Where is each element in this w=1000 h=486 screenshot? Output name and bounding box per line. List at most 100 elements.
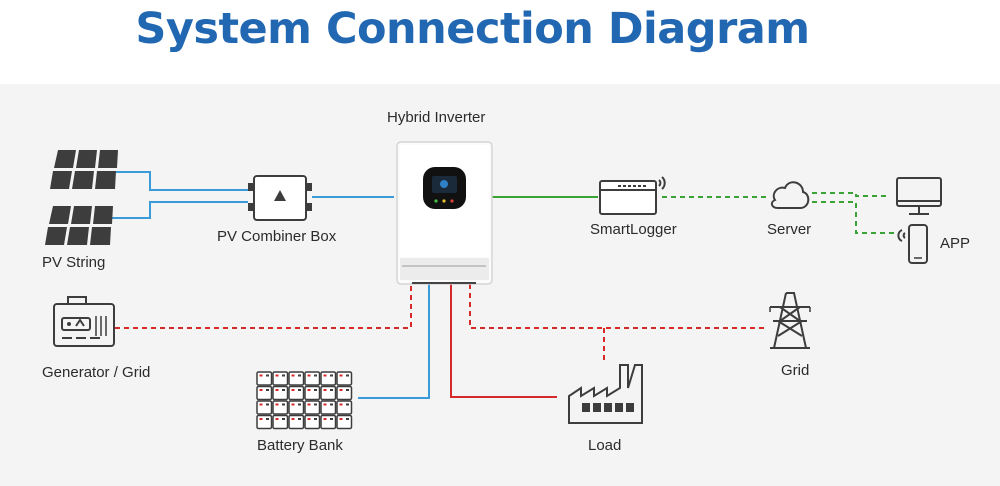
battery-terminal [275, 418, 279, 420]
battery-terminal [275, 374, 279, 377]
battery-terminal [323, 374, 327, 377]
battery-cell [256, 385, 273, 401]
battery-cell [320, 414, 337, 430]
battery-cell [336, 400, 353, 415]
battery-terminal [314, 403, 317, 406]
battery-terminal [291, 418, 295, 420]
battery-cell [304, 400, 321, 415]
battery-terminal [339, 418, 343, 420]
battery-cell [256, 371, 273, 386]
battery-terminal [330, 389, 333, 391]
battery-cell [336, 414, 353, 430]
grid-label: Grid [781, 362, 810, 379]
monitor-icon [896, 177, 942, 215]
battery-terminal [323, 418, 327, 420]
smartlogger-icon [599, 176, 666, 215]
load-line [450, 284, 557, 398]
battery-terminal [291, 389, 295, 391]
battery-terminal [282, 374, 285, 377]
battery-terminal [346, 389, 349, 391]
generator-grid-label: Generator / Grid [42, 364, 151, 381]
battery-terminal [282, 389, 285, 391]
ac-connections [115, 284, 764, 398]
battery-terminal [339, 374, 343, 377]
battery-terminal [307, 403, 311, 406]
battery-terminal [330, 374, 333, 377]
transmission-tower-icon [769, 292, 811, 349]
pv-string-label: PV String [42, 254, 106, 271]
page-title: System Connection Diagram [135, 4, 810, 54]
battery-terminal [298, 418, 301, 420]
battery-terminal [259, 389, 263, 391]
battery-terminal [282, 418, 285, 420]
battery-cell [272, 385, 289, 401]
battery-terminal [266, 374, 269, 377]
battery-terminal [291, 374, 295, 377]
battery-cell [336, 371, 353, 386]
battery-cell [288, 414, 305, 430]
battery-terminal [346, 374, 349, 377]
battery-terminal [323, 403, 327, 406]
battery-cell [272, 371, 289, 386]
battery-terminal [330, 403, 333, 406]
battery-cell [336, 385, 353, 401]
server-to-monitor-line [812, 192, 890, 197]
battery-terminal [259, 403, 263, 406]
battery-terminal [346, 403, 349, 406]
battery-cell [272, 414, 289, 430]
battery-terminal [275, 389, 279, 391]
dc-connections [110, 171, 430, 399]
pv-string-1-line [110, 171, 248, 191]
battery-terminal [266, 403, 269, 406]
server-to-app-line [812, 201, 897, 234]
battery-terminal [339, 403, 343, 406]
comm-connections [492, 192, 897, 234]
combiner-box-icon [248, 175, 312, 221]
generator-icon [53, 296, 115, 347]
battery-terminal [314, 389, 317, 391]
battery-terminal [346, 418, 349, 420]
battery-cell [256, 414, 273, 430]
battery-cell [320, 385, 337, 401]
battery-terminal [330, 418, 333, 420]
battery-bank-label: Battery Bank [257, 437, 343, 454]
battery-terminal [291, 403, 295, 406]
battery-cell [304, 414, 321, 430]
app-label: APP [940, 235, 971, 252]
battery-cell [304, 385, 321, 401]
load-label: Load [588, 437, 622, 454]
battery-terminal [314, 418, 317, 420]
generator-line [115, 284, 412, 329]
solar-panel-icon [45, 206, 113, 245]
battery-terminal [298, 389, 301, 391]
hybrid-inverter-label: Hybrid Inverter [387, 109, 486, 126]
battery-bank-icon [256, 371, 353, 430]
pv-combiner-box-label: PV Combiner Box [217, 228, 337, 245]
diagram-panel [0, 84, 1000, 486]
battery-terminal [307, 389, 311, 391]
battery-terminal [282, 403, 285, 406]
grid-line [469, 284, 764, 329]
factory-icon [568, 364, 643, 424]
server-label: Server [767, 221, 812, 238]
battery-terminal [307, 374, 311, 377]
battery-cell [320, 400, 337, 415]
battery-terminal [266, 389, 269, 391]
battery-cell [304, 371, 321, 386]
battery-terminal [307, 418, 311, 420]
battery-cell [288, 371, 305, 386]
battery-cell [320, 371, 337, 386]
battery-terminal [259, 374, 263, 377]
battery-terminal [339, 389, 343, 391]
battery-terminal [314, 374, 317, 377]
pv-string-2-line [110, 201, 248, 219]
battery-cell [288, 385, 305, 401]
battery-cell [256, 400, 273, 415]
solar-panel-icon [50, 150, 118, 189]
battery-cell [272, 400, 289, 415]
cloud-icon [770, 181, 810, 209]
battery-terminal [259, 418, 263, 420]
battery-terminal [298, 374, 301, 377]
